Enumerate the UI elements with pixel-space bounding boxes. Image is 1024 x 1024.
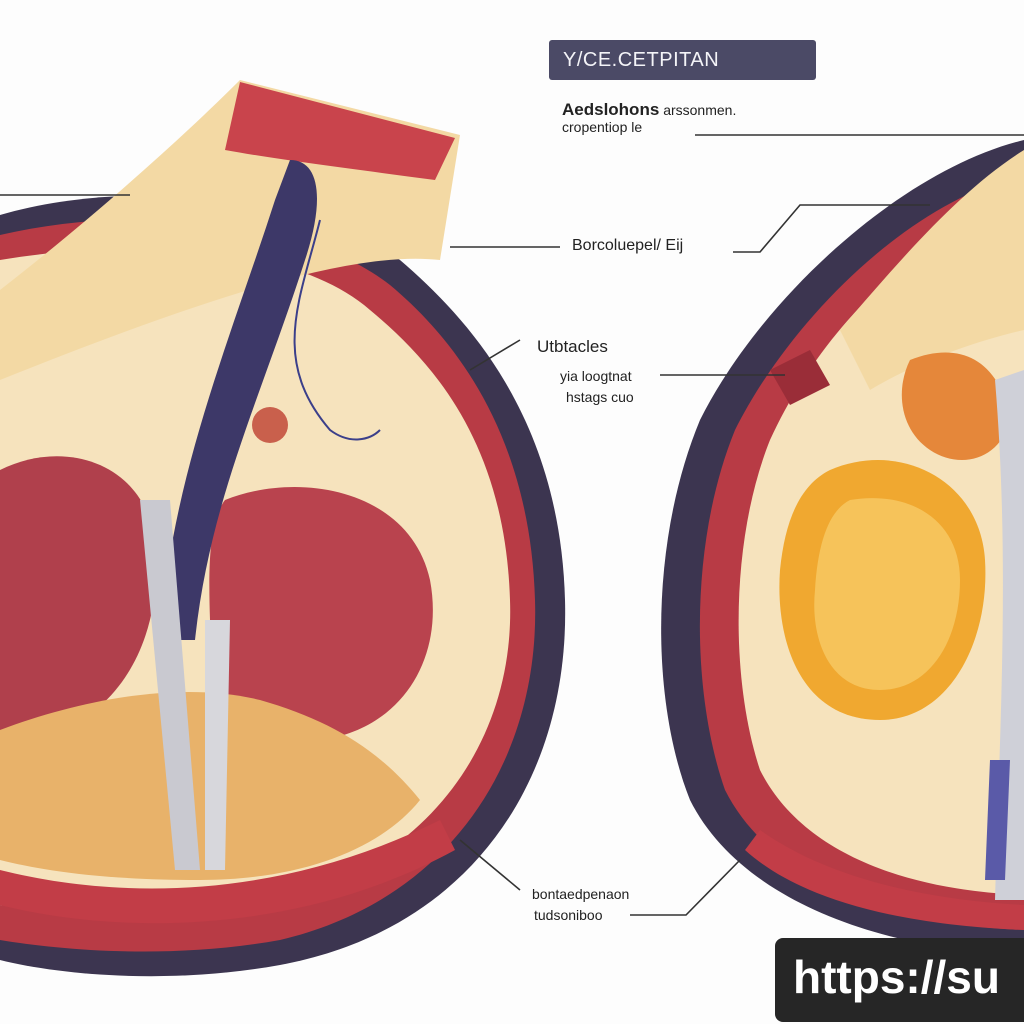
left-bottom-band [0,820,455,924]
watermark-url: https://su [775,938,1024,1022]
left-blue-line [293,219,381,441]
right-top-flap [840,150,1024,390]
label-top-right: Aedslohons arssonmen. cropentiop le [562,101,736,136]
diagram-title: Y/CE.CETPITAN [549,40,816,80]
leader-line [733,204,930,253]
left-chamber-b [209,486,433,741]
leader-line [630,859,741,916]
label-middle-title: Utbtacles [537,337,608,356]
label-top-right-rest: arssonmen. [663,102,737,118]
right-orange-inner [814,498,960,690]
right-heart-cross-section [661,140,1024,955]
label-middle-line1: yia loogtnat [560,368,632,384]
right-orange-muscle [901,352,1010,460]
leader-line [469,339,521,371]
label-top-right-line2: cropentiop le [562,119,643,135]
label-middle-line2: hstags cuo [566,389,634,405]
left-node [252,407,288,443]
label-bottom-line2: tudsoniboo [534,907,603,923]
left-heart-cross-section [0,80,566,977]
left-top-muscle [225,82,455,180]
label-mid-right: Borcoluepel/ Eij [572,237,684,254]
left-vessel-dark [160,160,317,640]
label-bottom-line1: bontaedpenaon [532,886,630,902]
right-vessel-blue [985,760,1010,880]
left-chamber-a [0,456,156,736]
label-top-right-bold: Aedslohons [562,100,660,119]
left-vessel-grey2 [205,620,230,870]
right-notch [770,350,830,405]
leader-line [459,839,521,891]
leader-lines [0,134,1024,916]
left-vessel-grey [140,500,200,870]
right-bottom-band [745,830,1024,930]
